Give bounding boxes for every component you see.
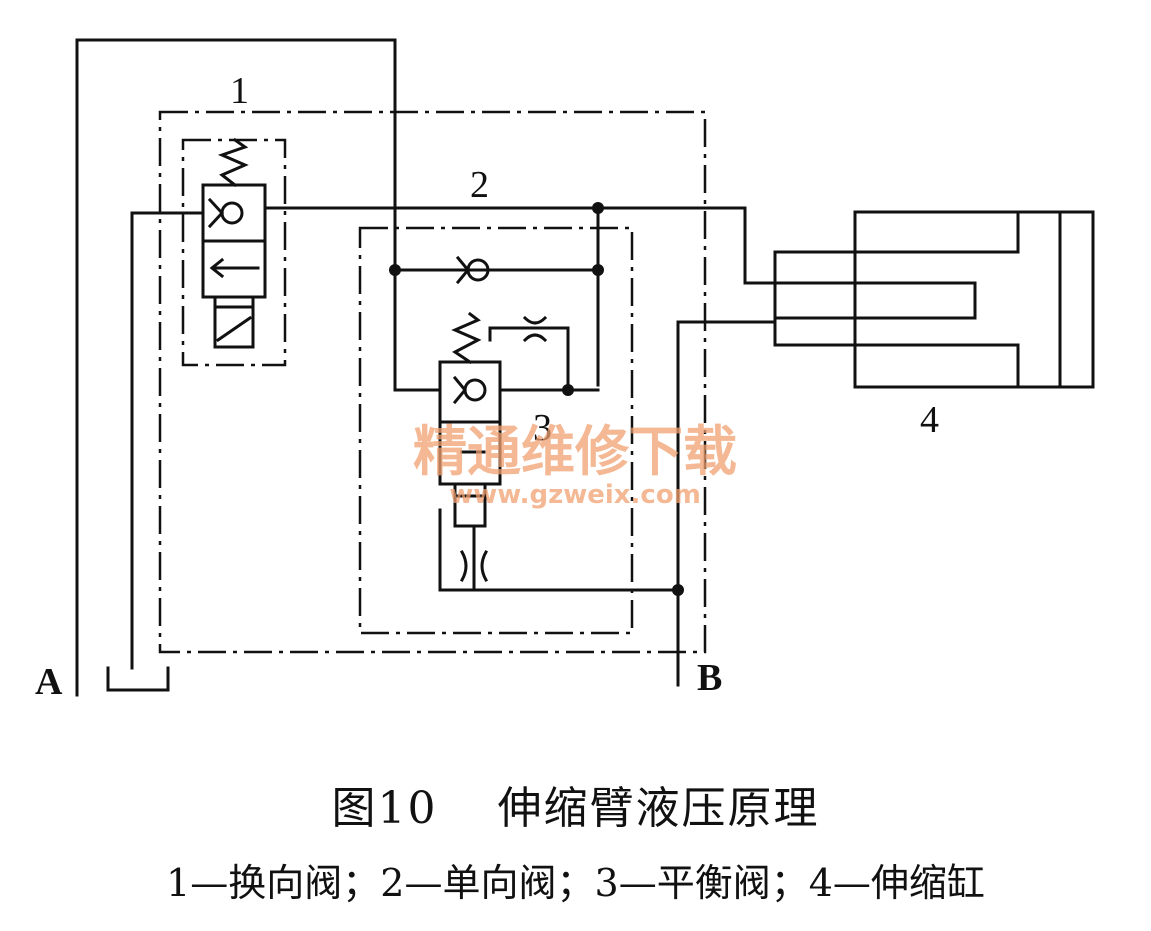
balance-valve [438, 311, 502, 528]
orifice-top [522, 315, 548, 343]
orifice-bottom [459, 549, 489, 583]
component-1-boundary [158, 110, 707, 654]
figure-title: 伸缩臂液压原理 [497, 783, 820, 834]
telescopic-cylinder [773, 210, 1095, 389]
junction-dot [562, 384, 574, 396]
legend-name: 换向阀 [228, 861, 343, 905]
figure-number: 图10 [331, 783, 438, 834]
line-valve-to-cylinder [263, 206, 777, 285]
figure-legend: 1—换向阀；2—单向阀；3—平衡阀；4—伸缩缸 [0, 852, 1151, 907]
pilot-line-bottom [438, 508, 680, 592]
check-valve [393, 255, 600, 285]
watermark-line2: www.gzweix.com [449, 480, 701, 510]
pilot-line-top [488, 326, 570, 392]
component-2-boundary [358, 226, 634, 635]
watermark-line1: 精通维修下载 [413, 420, 737, 483]
label-port-a: A [35, 661, 63, 703]
directional-valve [201, 137, 267, 349]
junction-dot [389, 264, 401, 276]
line-port-a [75, 38, 397, 697]
legend-number: 4 [808, 861, 833, 905]
figure-caption: 图10 伸缩臂液压原理 [0, 772, 1151, 836]
label-component-4: 4 [920, 399, 939, 441]
line-port-b [676, 320, 777, 687]
junction-dot [672, 584, 684, 596]
junction-dot [592, 264, 604, 276]
legend-number: 3 [594, 861, 619, 905]
legend-number: 2 [380, 861, 405, 905]
junction-dot [592, 202, 604, 214]
legend-number: 1 [166, 861, 191, 905]
label-component-2: 2 [470, 164, 489, 206]
legend-name: 单向阀 [442, 861, 557, 905]
tank-symbol [106, 666, 170, 692]
label-component-3: 3 [533, 407, 552, 449]
label-port-b: B [697, 657, 722, 699]
legend-name: 平衡阀 [656, 861, 771, 905]
legend-name: 伸缩缸 [870, 861, 985, 905]
line-tank-return [130, 211, 205, 670]
label-component-1: 1 [230, 70, 249, 112]
directional-valve-frame [181, 138, 287, 367]
